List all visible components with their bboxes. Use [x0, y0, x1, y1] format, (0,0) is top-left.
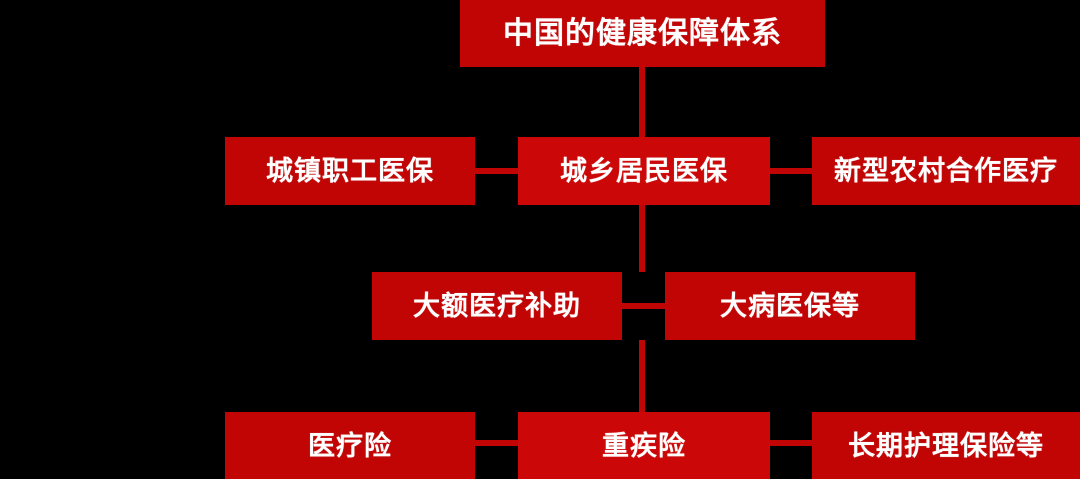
node-medical-insurance[interactable]: 医疗险 [225, 412, 475, 479]
node-new-rural-cooperative-medical[interactable]: 新型农村合作医疗 [812, 137, 1080, 205]
connector-row4-left-to-center [475, 440, 518, 446]
node-label: 重疾险 [602, 430, 686, 462]
connector-title-to-row2 [639, 67, 645, 137]
node-label: 大病医保等 [720, 290, 860, 322]
node-urban-employee-insurance[interactable]: 城镇职工医保 [225, 137, 475, 205]
node-label: 城乡居民医保 [560, 155, 728, 187]
connector-row2-to-row3 [639, 205, 645, 272]
node-large-medical-subsidy[interactable]: 大额医疗补助 [372, 272, 622, 340]
connector-row2-left-to-center [475, 168, 518, 174]
node-critical-illness-insurance[interactable]: 大病医保等 [665, 272, 915, 340]
node-label: 大额医疗补助 [413, 290, 581, 322]
node-label: 医疗险 [308, 430, 392, 462]
connector-row2-center-to-right [770, 168, 812, 174]
node-long-term-care-insurance[interactable]: 长期护理保险等 [812, 412, 1080, 479]
node-health-security-system[interactable]: 中国的健康保障体系 [460, 0, 825, 67]
node-label: 长期护理保险等 [848, 430, 1044, 462]
node-label: 城镇职工医保 [266, 155, 434, 187]
node-label: 中国的健康保障体系 [503, 15, 782, 51]
connector-row3-to-row4 [639, 340, 645, 412]
node-serious-illness-insurance[interactable]: 重疾险 [518, 412, 770, 479]
node-urban-rural-resident-insurance[interactable]: 城乡居民医保 [518, 137, 770, 205]
node-label: 新型农村合作医疗 [834, 155, 1058, 187]
connector-row4-center-to-right [770, 440, 812, 446]
connector-row3-left-to-right [622, 303, 665, 309]
